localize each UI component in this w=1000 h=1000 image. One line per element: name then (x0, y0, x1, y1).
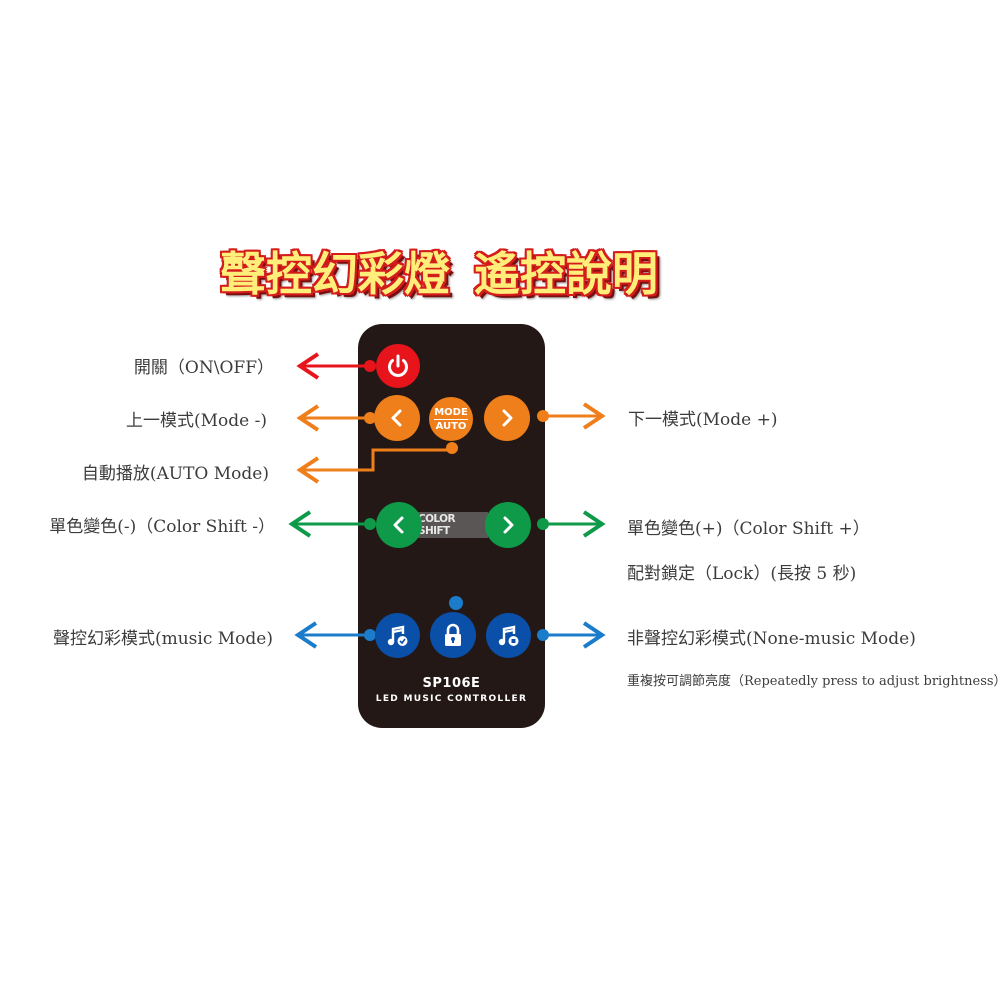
auto-mode-arrow (296, 448, 452, 484)
chevron-right-icon (503, 516, 514, 534)
title-part-1: 聲控幻彩燈 (220, 247, 450, 301)
power-arrow (296, 352, 370, 380)
lock-icon (445, 623, 461, 646)
label-non-music-mode: 非聲控幻彩模式(None-music Mode) (627, 629, 916, 649)
color-prev-button[interactable] (376, 502, 422, 548)
chevron-left-icon (393, 516, 404, 534)
mode-next-arrow (543, 402, 606, 430)
music-note-check-icon (387, 625, 407, 646)
chevron-left-icon (391, 409, 402, 427)
chevron-right-icon (502, 409, 513, 427)
title-part-2: 遙控說明 (474, 247, 658, 301)
label-power: 開關（ON\OFF） (133, 358, 274, 378)
color-next-arrow (543, 510, 606, 538)
music-mode-button[interactable] (375, 613, 420, 658)
label-brightness-note: 重複按可調節亮度（Repeatedly press to adjust brig… (627, 674, 1000, 689)
page-title: 聲控幻彩燈遙控說明 (220, 238, 660, 301)
music-mode-arrow (294, 621, 370, 649)
power-button[interactable] (376, 344, 420, 388)
color-next-button[interactable] (485, 502, 531, 548)
lock-indicator-dot (449, 596, 463, 610)
label-lock: 配對鎖定（Lock）(長按 5 秒) (627, 564, 857, 584)
label-auto-mode: 自動播放(AUTO Mode) (81, 464, 269, 484)
lock-button[interactable] (430, 612, 476, 658)
mode-label: MODE (434, 406, 468, 420)
mode-prev-button[interactable] (374, 395, 420, 441)
auto-label: AUTO (435, 420, 467, 432)
label-music-mode: 聲控幻彩模式(music Mode) (52, 629, 273, 649)
label-color-prev: 單色變色(-)（Color Shift -） (49, 517, 275, 537)
mode-auto-button[interactable]: MODE AUTO (429, 397, 473, 441)
color-prev-arrow (288, 510, 370, 538)
non-music-mode-arrow (543, 621, 606, 649)
music-note-stop-icon (498, 625, 518, 646)
power-icon (388, 354, 408, 377)
model-number: SP106E (422, 676, 481, 691)
label-mode-next: 下一模式(Mode +) (628, 410, 778, 430)
label-mode-prev: 上一模式(Mode -) (126, 411, 267, 431)
model-subtitle: LED MUSIC CONTROLLER (375, 694, 528, 704)
mode-prev-arrow (296, 404, 370, 432)
mode-next-button[interactable] (484, 395, 530, 441)
label-color-next: 單色變色(+)（Color Shift +） (627, 519, 870, 539)
non-music-mode-button[interactable] (486, 613, 531, 658)
color-shift-label: COLOR SHIFT (418, 512, 488, 538)
